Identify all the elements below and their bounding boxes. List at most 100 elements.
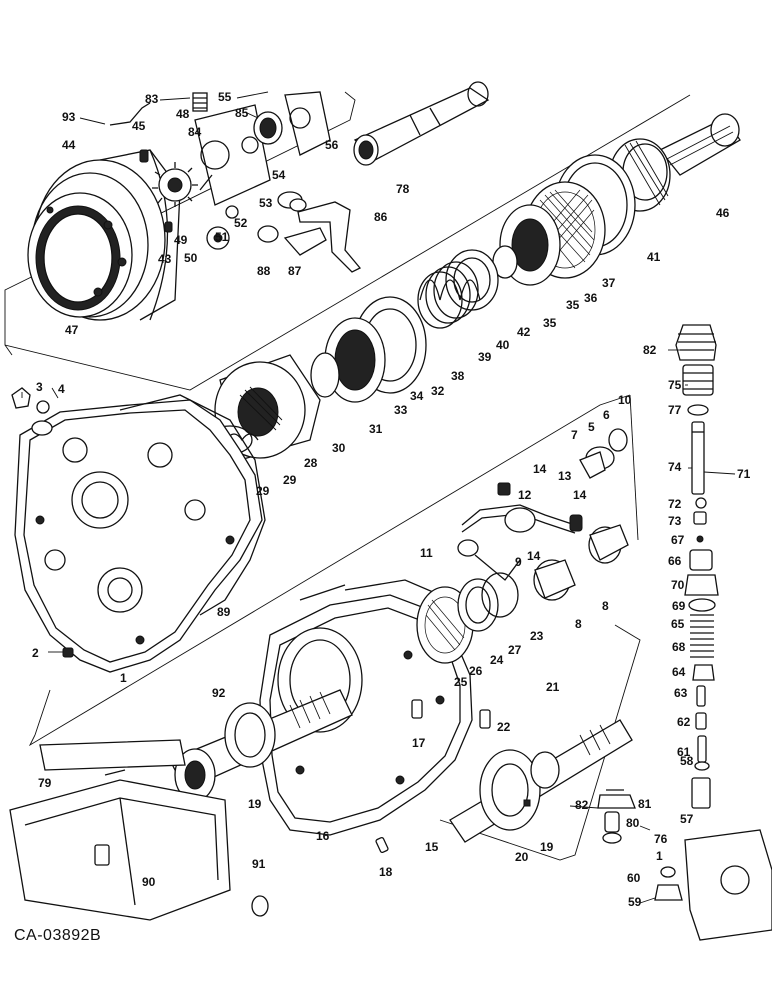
part-label-7: 7 [571, 428, 578, 442]
part-label-85: 85 [235, 106, 249, 120]
part-label-8b: 8 [602, 599, 609, 613]
part-label-72: 72 [668, 497, 682, 511]
pump-group [139, 91, 331, 250]
part-label-55: 55 [218, 90, 232, 104]
part-label-12: 12 [518, 488, 532, 502]
part-label-32: 32 [431, 384, 445, 398]
part-label-65: 65 [671, 617, 685, 631]
part-label-73: 73 [668, 514, 682, 528]
part-label-64: 64 [672, 665, 686, 679]
part-label-36: 36 [584, 291, 598, 305]
part-label-2: 2 [32, 646, 39, 660]
part-label-88: 88 [257, 264, 271, 278]
input-shaft [9, 689, 353, 921]
part-label-67: 67 [671, 533, 685, 547]
bearings [416, 572, 519, 664]
part-label-81: 81 [638, 797, 652, 811]
fittings-group [457, 428, 629, 601]
valve-column [675, 324, 719, 809]
part-label-70: 70 [671, 578, 685, 592]
part-label-14c: 14 [527, 549, 541, 563]
part-label-30: 30 [332, 441, 346, 455]
main-housing [11, 387, 263, 673]
part-label-16: 16 [316, 829, 330, 843]
part-label-58: 58 [680, 754, 694, 768]
part-label-69: 69 [672, 599, 686, 613]
small-parts-lower-right [597, 789, 772, 941]
part-label-15: 15 [425, 840, 439, 854]
part-label-84: 84 [188, 125, 202, 139]
part-label-33: 33 [394, 403, 408, 417]
part-label-89: 89 [217, 605, 231, 619]
part-label-46: 46 [716, 206, 730, 220]
part-label-41: 41 [647, 250, 661, 264]
part-label-45: 45 [132, 119, 146, 133]
part-label-39: 39 [478, 350, 492, 364]
part-label-80: 80 [626, 816, 640, 830]
part-label-29b: 29 [256, 484, 270, 498]
part-label-56: 56 [325, 138, 339, 152]
part-label-76: 76 [654, 832, 668, 846]
part-label-26: 26 [469, 664, 483, 678]
part-label-27: 27 [508, 643, 522, 657]
part-label-93: 93 [62, 110, 76, 124]
part-label-23: 23 [530, 629, 544, 643]
part-label-4: 4 [58, 382, 65, 396]
part-label-61: 61 [677, 745, 691, 759]
clutch-pack-upper [492, 113, 741, 286]
part-label-22: 22 [497, 720, 511, 734]
part-label-59: 59 [628, 895, 642, 909]
part-label-9: 9 [515, 555, 522, 569]
part-label-82a: 82 [643, 343, 657, 357]
part-label-75: 75 [668, 378, 682, 392]
part-label-78: 78 [396, 182, 410, 196]
part-label-20: 20 [515, 850, 529, 864]
front-housing [27, 149, 181, 321]
part-label-49: 49 [174, 233, 188, 247]
part-label-6: 6 [603, 408, 610, 422]
part-label-50: 50 [184, 251, 198, 265]
figure-code: CA-03892B [14, 927, 101, 944]
part-label-48: 48 [176, 107, 190, 121]
part-number-labels: 1 1 2 3 4 5 6 7 8 8 9 10 11 12 13 14 14 … [32, 90, 751, 909]
part-label-53: 53 [259, 196, 273, 210]
part-label-57: 57 [680, 812, 694, 826]
part-label-37: 37 [602, 276, 616, 290]
part-label-8: 8 [575, 617, 582, 631]
part-label-79: 79 [38, 776, 52, 790]
part-label-42: 42 [517, 325, 531, 339]
part-label-90: 90 [142, 875, 156, 889]
part-label-40: 40 [496, 338, 510, 352]
part-label-25: 25 [454, 675, 468, 689]
leader-lines [21, 91, 736, 904]
part-label-60: 60 [627, 871, 641, 885]
clutch-drum [207, 354, 321, 461]
part-label-82b: 82 [575, 798, 589, 812]
part-label-92: 92 [212, 686, 226, 700]
part-label-91: 91 [252, 857, 266, 871]
output-shaft [449, 719, 633, 843]
springs-upper [310, 249, 499, 403]
part-label-74: 74 [668, 460, 682, 474]
part-label-19b: 19 [540, 840, 554, 854]
part-label-29a: 29 [283, 473, 297, 487]
part-label-35b: 35 [566, 298, 580, 312]
part-label-21: 21 [546, 680, 560, 694]
part-label-1b: 1 [656, 849, 663, 863]
part-label-68: 68 [672, 640, 686, 654]
tube-parts [109, 102, 362, 273]
part-label-62: 62 [677, 715, 691, 729]
shaft-78 [353, 81, 490, 166]
part-label-31: 31 [369, 422, 383, 436]
part-label-83: 83 [145, 92, 159, 106]
part-label-44: 44 [62, 138, 76, 152]
part-label-11: 11 [420, 546, 433, 560]
part-label-86: 86 [374, 210, 388, 224]
part-label-52: 52 [234, 216, 248, 230]
part-label-63: 63 [674, 686, 688, 700]
part-label-24: 24 [490, 653, 504, 667]
part-label-14a: 14 [533, 462, 547, 476]
assembly-outline-lines [4, 91, 691, 861]
part-label-35a: 35 [543, 316, 557, 330]
